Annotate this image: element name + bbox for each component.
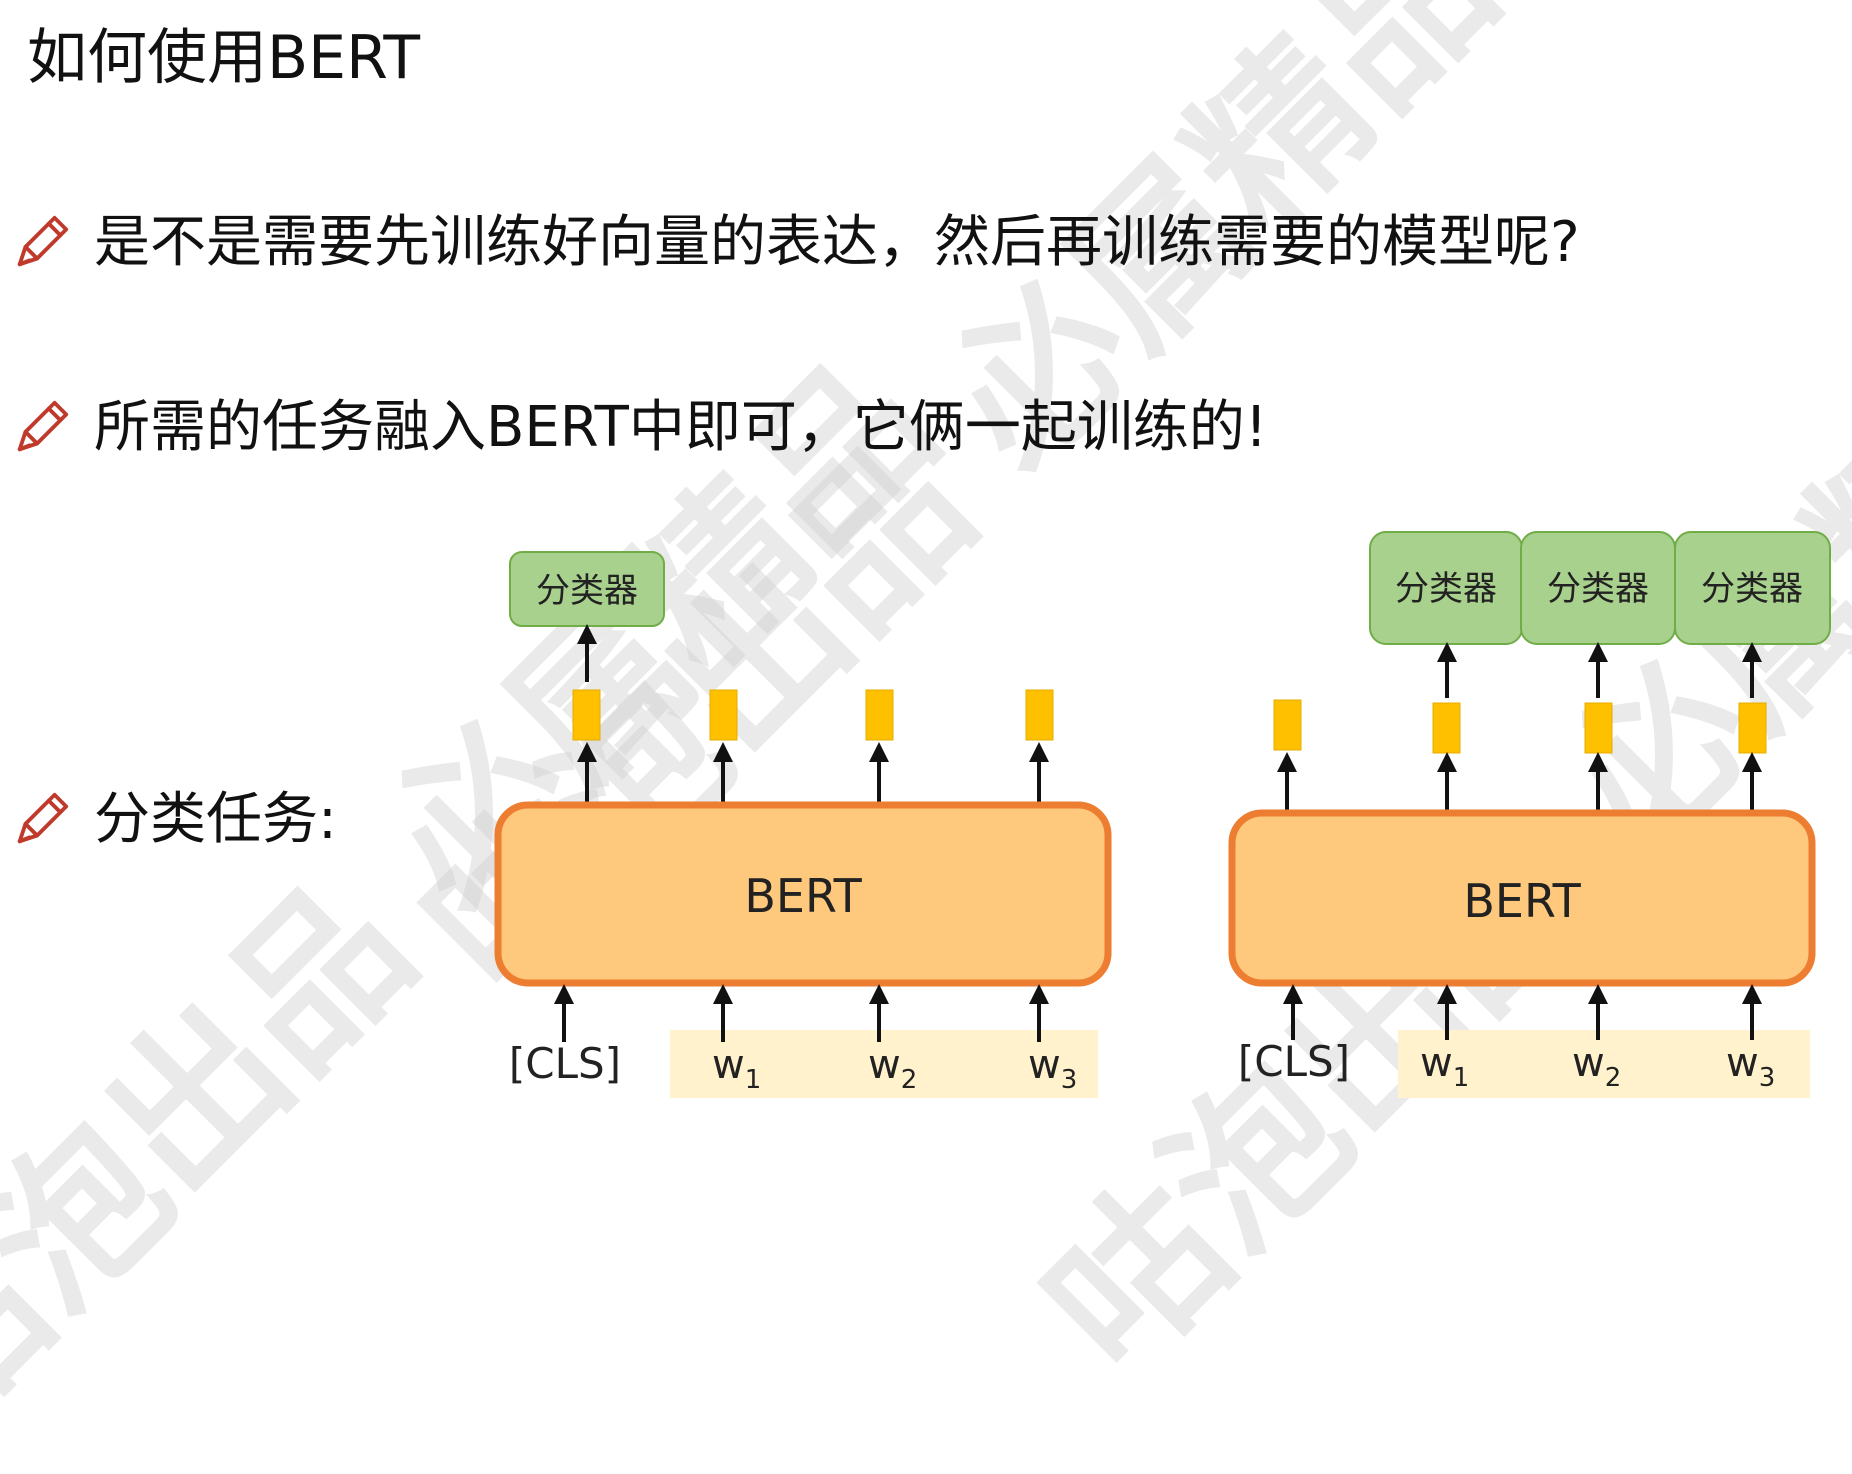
output-token — [865, 689, 894, 741]
output-token — [572, 689, 601, 741]
classifier-label: 分类器 — [536, 571, 638, 611]
output-token — [1738, 702, 1767, 754]
pencil-icon — [17, 792, 69, 844]
bullet-text: 是不是需要先训练好向量的表达，然后再训练需要的模型呢? — [94, 210, 1580, 275]
output-token — [1432, 702, 1461, 754]
pencil-icon — [17, 215, 69, 267]
bert-diagrams: 分类器 BERT [CLS] w1 w2 w3 分类器 分类器 分类器 — [494, 531, 1831, 1098]
bert-box — [494, 801, 1112, 987]
output-token — [1584, 702, 1613, 754]
classifier-label: 分类器 — [1701, 569, 1803, 609]
output-token — [709, 689, 738, 741]
input-highlight — [1398, 1030, 1810, 1098]
output-token — [1025, 689, 1054, 741]
input-highlight — [670, 1030, 1098, 1098]
input-token-w1: w1 — [1420, 1040, 1469, 1093]
slide-title: 如何使用BERT — [27, 23, 421, 93]
input-token-w3: w3 — [1028, 1042, 1077, 1095]
bullet-item: 分类任务: — [10, 780, 337, 860]
input-token-cls: [CLS] — [1238, 1037, 1350, 1086]
diagram-left: 分类器 BERT [CLS] w1 w2 w3 — [494, 551, 1112, 1098]
bert-label: BERT — [1463, 874, 1581, 928]
input-token-w1: w1 — [712, 1042, 761, 1095]
bullet-text: 所需的任务融入BERT中即可，它俩一起训练的! — [94, 395, 1268, 460]
output-token — [1273, 699, 1302, 751]
classifier-label: 分类器 — [1547, 569, 1649, 609]
pencil-icon — [17, 400, 69, 452]
input-token-w2: w2 — [868, 1042, 917, 1095]
diagram-right: 分类器 分类器 分类器 BERT [CLS] w1 w2 w3 — [1228, 531, 1831, 1098]
input-token-w3: w3 — [1726, 1040, 1775, 1093]
bullet-item: 所需的任务融入BERT中即可，它俩一起训练的! — [10, 388, 1267, 468]
input-token-w2: w2 — [1572, 1040, 1621, 1093]
classifier-label: 分类器 — [1395, 569, 1497, 609]
bert-label: BERT — [744, 869, 862, 923]
bullet-text: 分类任务: — [94, 787, 337, 852]
input-token-cls: [CLS] — [509, 1039, 621, 1088]
bert-box — [1228, 809, 1816, 987]
bullet-item: 是不是需要先训练好向量的表达，然后再训练需要的模型呢? — [10, 203, 1580, 283]
